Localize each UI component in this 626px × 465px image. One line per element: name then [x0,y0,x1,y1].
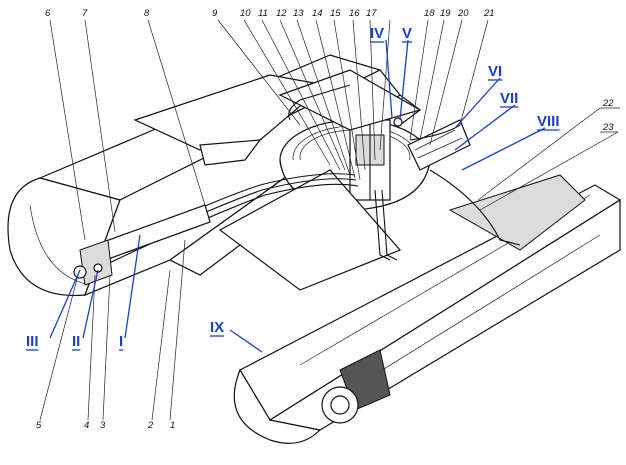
part-number-2: 2 [147,420,154,431]
side-plate [199,139,262,166]
part-number-9: 9 [212,8,218,19]
section-label-iii: III [26,333,39,350]
part-number-16: 16 [349,8,360,19]
section-label-v: V [402,25,412,42]
cabin-plate [278,69,422,131]
section-leaders [49,39,546,353]
part-number-21: 21 [483,8,495,19]
part-number-10: 10 [240,8,251,19]
part-number-4: 4 [84,420,89,431]
part-number-8: 8 [144,8,150,19]
part-number-13: 13 [293,8,304,19]
part-number-12: 12 [276,8,287,19]
part-number-1: 1 [170,420,175,431]
part-number-5: 5 [36,420,42,431]
section-label-vii: VII [500,90,518,107]
part-number-18: 18 [424,8,435,19]
cross-member [218,169,402,291]
right-panel [448,174,586,251]
part-number-15: 15 [330,8,341,19]
part-number-22: 22 [602,98,614,109]
part-number-19: 19 [440,8,451,19]
section-label-vi: VI [488,63,502,80]
part-number-11: 11 [258,8,268,19]
section-label-iv: IV [370,25,384,42]
part-number-23: 23 [602,122,614,133]
part-number-7: 7 [82,8,88,19]
part-number-3: 3 [100,420,106,431]
leader-lines [39,19,620,421]
part-number-6: 6 [45,8,51,19]
part-number-17: 17 [366,8,377,19]
section-label-viii: VIII [537,113,560,130]
section-label-ix: IX [210,319,224,336]
part-number-14: 14 [312,8,323,19]
section-label-ii: II [72,333,80,350]
part-number-20: 20 [457,8,469,19]
left-cylinders [73,204,211,286]
right-valve-block [407,119,471,171]
section-label-i: I [119,333,123,350]
